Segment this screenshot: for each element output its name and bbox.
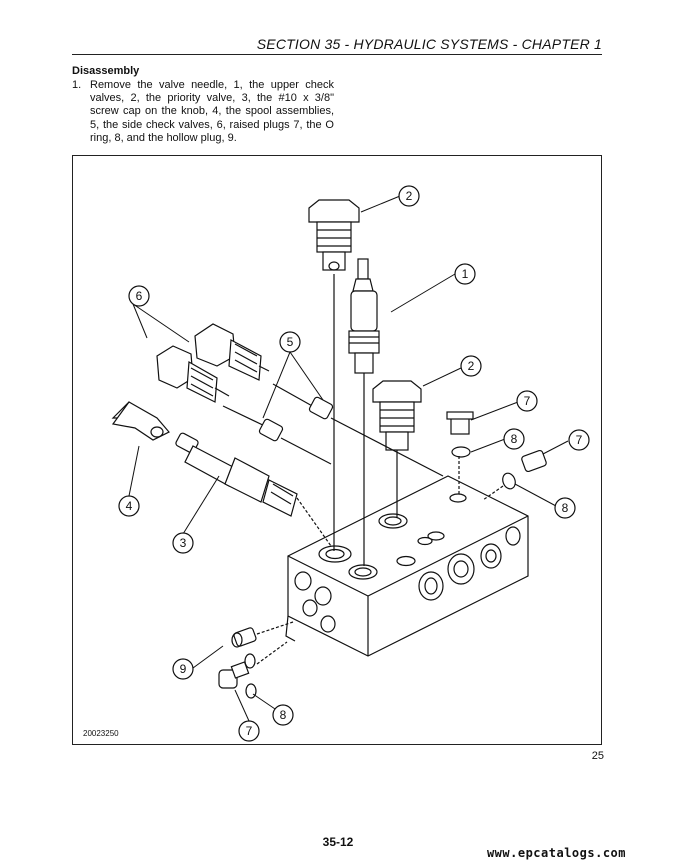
figure-number: 25 — [591, 750, 604, 762]
spool-assembly-lower — [222, 405, 332, 465]
figure-id: 20023250 — [83, 729, 119, 738]
knob — [111, 401, 170, 441]
section-heading: Disassembly — [72, 65, 140, 77]
step-item: 1. Remove the valve needle, 1, the upper… — [72, 79, 334, 145]
callout-8-bottom: 8 — [272, 704, 294, 726]
callout-4: 4 — [118, 495, 140, 517]
svg-text:7: 7 — [576, 433, 583, 447]
raised-plug-bottom — [218, 661, 250, 689]
svg-text:3: 3 — [180, 536, 187, 550]
svg-text:7: 7 — [246, 724, 253, 738]
side-check-valve-lower — [156, 345, 230, 403]
callout-2-top: 2 — [398, 185, 420, 207]
callout-7-side: 7 — [568, 429, 590, 451]
o-ring-bottom — [244, 653, 257, 699]
callout-1: 1 — [454, 263, 476, 285]
page-header: SECTION 35 - HYDRAULIC SYSTEMS - CHAPTER… — [256, 36, 602, 52]
callout-8-side: 8 — [554, 497, 576, 519]
svg-text:8: 8 — [562, 501, 569, 515]
valve-needle — [348, 258, 380, 566]
svg-text:2: 2 — [468, 359, 475, 373]
callout-7-bottom: 7 — [238, 720, 260, 742]
step-text: Remove the valve needle, 1, the upper ch… — [90, 79, 334, 144]
website-watermark: www.epcatalogs.com — [486, 846, 626, 860]
hollow-plug — [231, 627, 257, 648]
exploded-valve-diagram: 2 1 6 5 2 7 8 7 8 4 3 9 8 7 — [111, 185, 590, 742]
svg-text:4: 4 — [126, 499, 133, 513]
svg-text:8: 8 — [511, 432, 518, 446]
callout-3: 3 — [172, 532, 194, 554]
raised-plug-right-top — [446, 411, 474, 435]
upper-check-valve-right — [372, 380, 422, 518]
svg-text:8: 8 — [280, 708, 287, 722]
svg-text:6: 6 — [136, 289, 143, 303]
side-check-valve-upper — [194, 323, 270, 381]
callout-6: 6 — [128, 285, 150, 307]
svg-text:1: 1 — [462, 267, 469, 281]
step-number: 1. — [72, 79, 82, 91]
figure-frame: 2 1 6 5 2 7 8 7 8 4 3 9 8 7 20023250 — [72, 155, 602, 745]
priority-valve — [175, 432, 332, 547]
callout-5: 5 — [279, 331, 301, 353]
callout-8-top: 8 — [503, 428, 525, 450]
raised-plug-right-side — [521, 449, 547, 473]
o-ring-right-top — [451, 446, 471, 458]
svg-text:2: 2 — [406, 189, 413, 203]
page-number: 35-12 — [322, 835, 354, 849]
spool-assembly-upper — [272, 383, 444, 477]
o-ring-right-side — [502, 472, 516, 490]
callout-9: 9 — [172, 658, 194, 680]
header-rule — [72, 54, 602, 55]
callout-2-right: 2 — [460, 355, 482, 377]
valve-block — [285, 475, 529, 657]
svg-text:5: 5 — [287, 335, 294, 349]
callout-7-top: 7 — [516, 390, 538, 412]
upper-check-valve-top — [308, 199, 360, 551]
svg-text:7: 7 — [524, 394, 531, 408]
svg-text:9: 9 — [180, 662, 187, 676]
